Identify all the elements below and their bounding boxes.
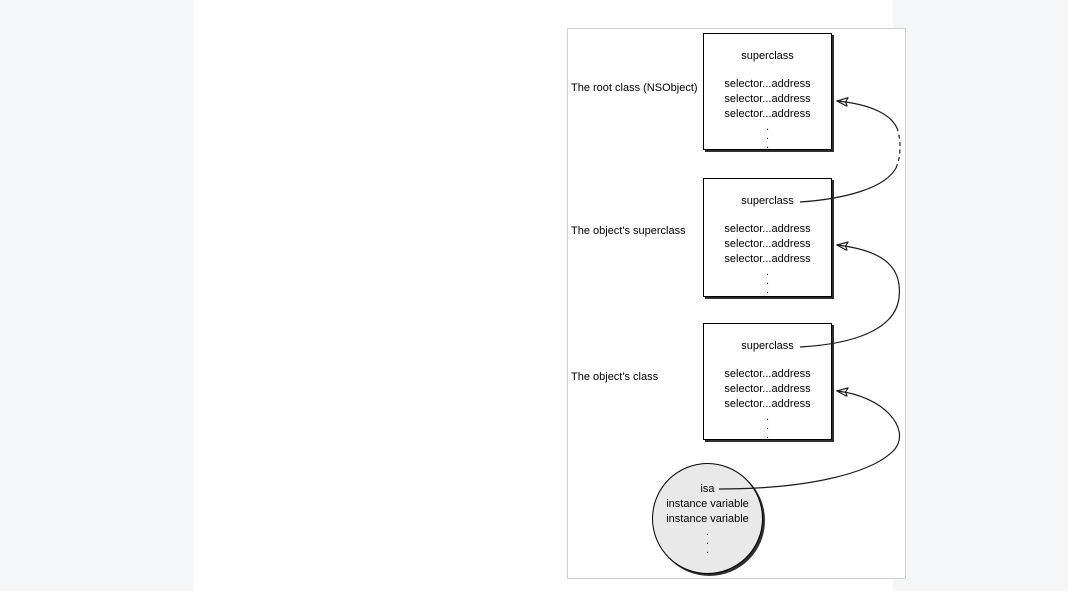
label-objects-class: The object's class [571,371,659,383]
label-objects-superclass: The object's superclass [571,225,686,237]
vertical-ellipsis: . . . [705,526,710,556]
method-row: selector...address [724,238,811,250]
instance-variable-row: instance variable [666,498,749,510]
class-box-superclass: superclass selector...address selector..… [703,178,832,297]
label-root-class: The root class (NSObject) [571,82,698,94]
method-row: selector...address [724,383,811,395]
class-box-root: superclass selector...address selector..… [703,33,832,151]
method-table: selector...address selector...address se… [704,367,831,412]
vertical-ellipsis: . . . [765,266,770,296]
content-panel: The root class (NSObject) The object's s… [193,0,906,591]
vertical-ellipsis: . . . [765,411,770,441]
superclass-field: superclass [741,50,794,62]
method-row: selector...address [724,223,811,235]
superclass-field: superclass [741,340,794,352]
instance-variable-row: instance variable [666,513,749,525]
class-box-objects-class: superclass selector...address selector..… [703,323,832,441]
method-table: selector...address selector...address se… [704,77,831,122]
method-row: selector...address [724,253,811,265]
method-row: selector...address [724,78,811,90]
instance-fields: isa instance variable instance variable [653,482,762,527]
method-row: selector...address [724,93,811,105]
method-row: selector...address [724,398,811,410]
vertical-ellipsis: . . . [765,121,770,151]
superclass-field: superclass [741,195,794,207]
method-row: selector...address [724,108,811,120]
isa-field: isa [700,483,715,495]
method-row: selector...address [724,368,811,380]
method-table: selector...address selector...address se… [704,222,831,267]
instance-object-circle: isa instance variable instance variable … [652,463,763,574]
